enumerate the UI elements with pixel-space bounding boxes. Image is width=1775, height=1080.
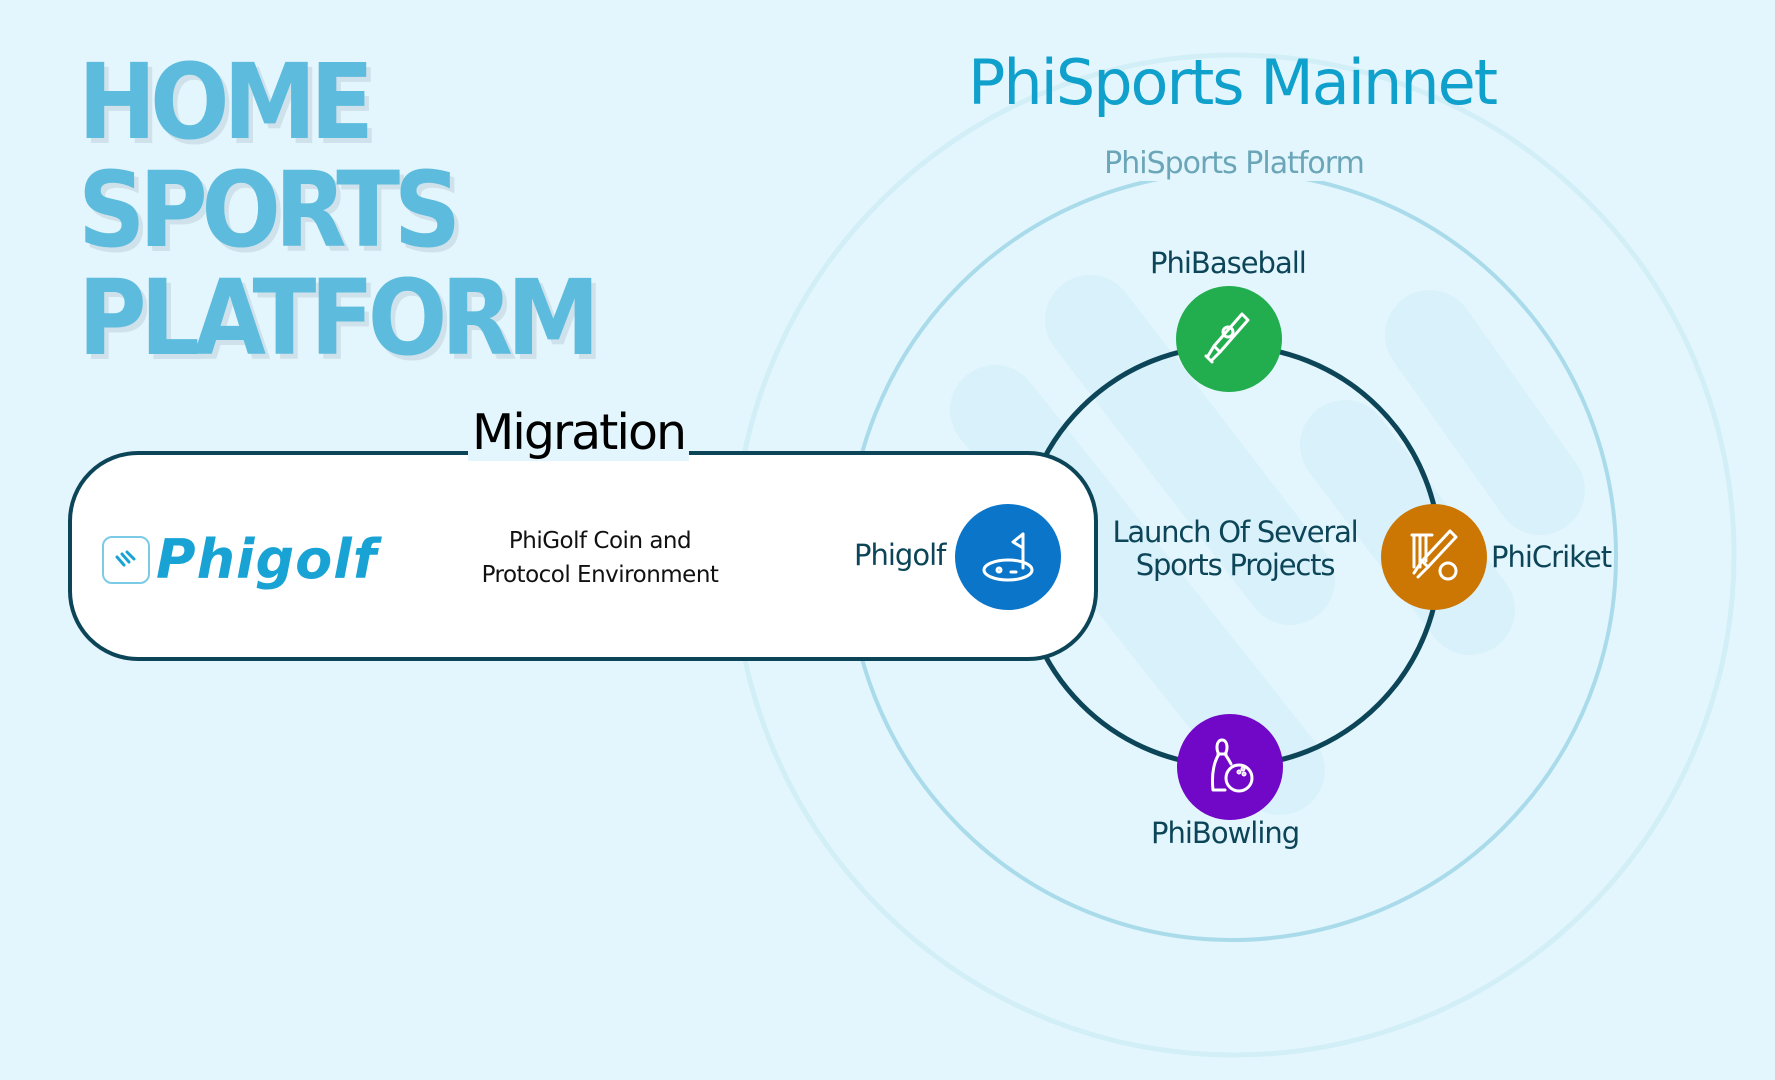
center-line: Launch Of Several <box>1112 515 1358 549</box>
migration-description: PhiGolf Coin and Protocol Environment <box>460 524 740 592</box>
phigolf-logo-text: Phigolf <box>156 528 378 591</box>
mainnet-title: PhiSports Mainnet <box>967 46 1498 119</box>
description-line: Protocol Environment <box>481 562 719 588</box>
baseball-bat-icon <box>1204 312 1250 364</box>
phigolf-logo-mark-icon <box>102 535 150 584</box>
hero-title-line-3: PLATFORM <box>78 257 600 379</box>
center-line: Sports Projects <box>1135 548 1336 582</box>
golf-flag-icon <box>982 532 1034 582</box>
node-label-phibowling: PhiBowling <box>1151 816 1300 850</box>
center-description: Launch Of Several Sports Projects <box>1100 516 1370 582</box>
platform-label: PhiSports Platform <box>1085 146 1383 181</box>
description-line: PhiGolf Coin and <box>508 528 692 554</box>
hero-title-line-2: SPORTS <box>78 149 461 271</box>
migration-panel <box>68 451 1098 661</box>
bowling-icon <box>1211 738 1254 793</box>
node-label-phigolf: Phigolf <box>854 538 946 572</box>
node-label-phibaseball: PhiBaseball <box>1150 246 1307 280</box>
node-phibaseball[interactable] <box>1176 286 1282 392</box>
hero-title-line-1: HOME <box>78 41 374 163</box>
node-phigolf[interactable] <box>955 504 1061 610</box>
cricket-icon <box>1410 529 1458 581</box>
phigolf-logo: Phigolf <box>102 528 377 591</box>
node-phicriket[interactable] <box>1381 504 1487 610</box>
migration-label: Migration <box>468 404 690 461</box>
node-phibowling[interactable] <box>1177 714 1283 820</box>
node-label-phicriket: PhiCriket <box>1491 540 1612 574</box>
